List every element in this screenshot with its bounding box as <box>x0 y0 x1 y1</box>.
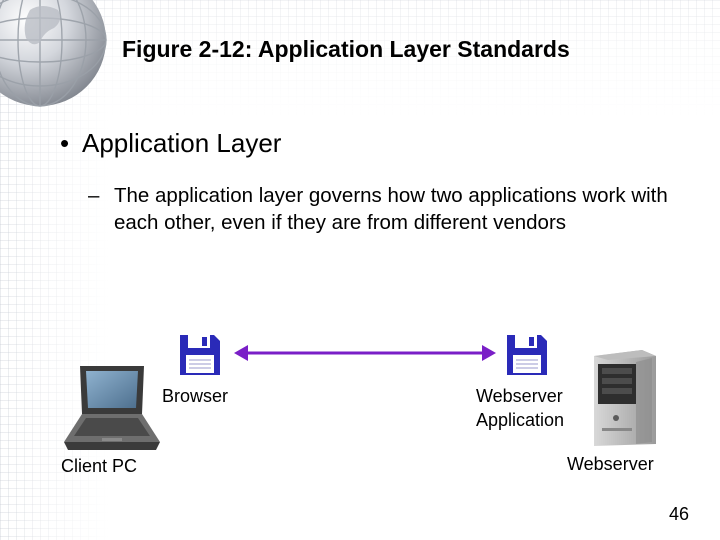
bullet-marker: • <box>60 128 70 158</box>
bullet-text: Application Layer <box>82 128 282 158</box>
sub-bullet: – The application layer governs how two … <box>88 182 688 236</box>
browser-label: Browser <box>162 386 229 406</box>
client-pc-label: Client PC <box>61 456 138 476</box>
server-tower-icon <box>594 350 656 446</box>
grid-decoration-top <box>0 0 720 120</box>
floppy-disk-icon <box>507 335 547 375</box>
webserver-application-label-line1: Webserver <box>476 386 563 406</box>
laptop-icon <box>64 366 160 450</box>
slide-title: Figure 2-12: Application Layer Standards <box>122 36 570 62</box>
globe-icon <box>0 0 107 107</box>
double-arrow-connector <box>234 345 496 361</box>
webserver-application-label-line2: Application <box>476 410 565 430</box>
webserver-label: Webserver <box>567 454 654 474</box>
sub-bullet-marker: – <box>88 184 100 207</box>
floppy-disk-icon <box>180 335 220 375</box>
sub-bullet-text: The application layer governs how two ap… <box>114 184 668 234</box>
bullet-application-layer: • Application Layer <box>60 128 281 159</box>
page-number: 46 <box>668 504 689 524</box>
